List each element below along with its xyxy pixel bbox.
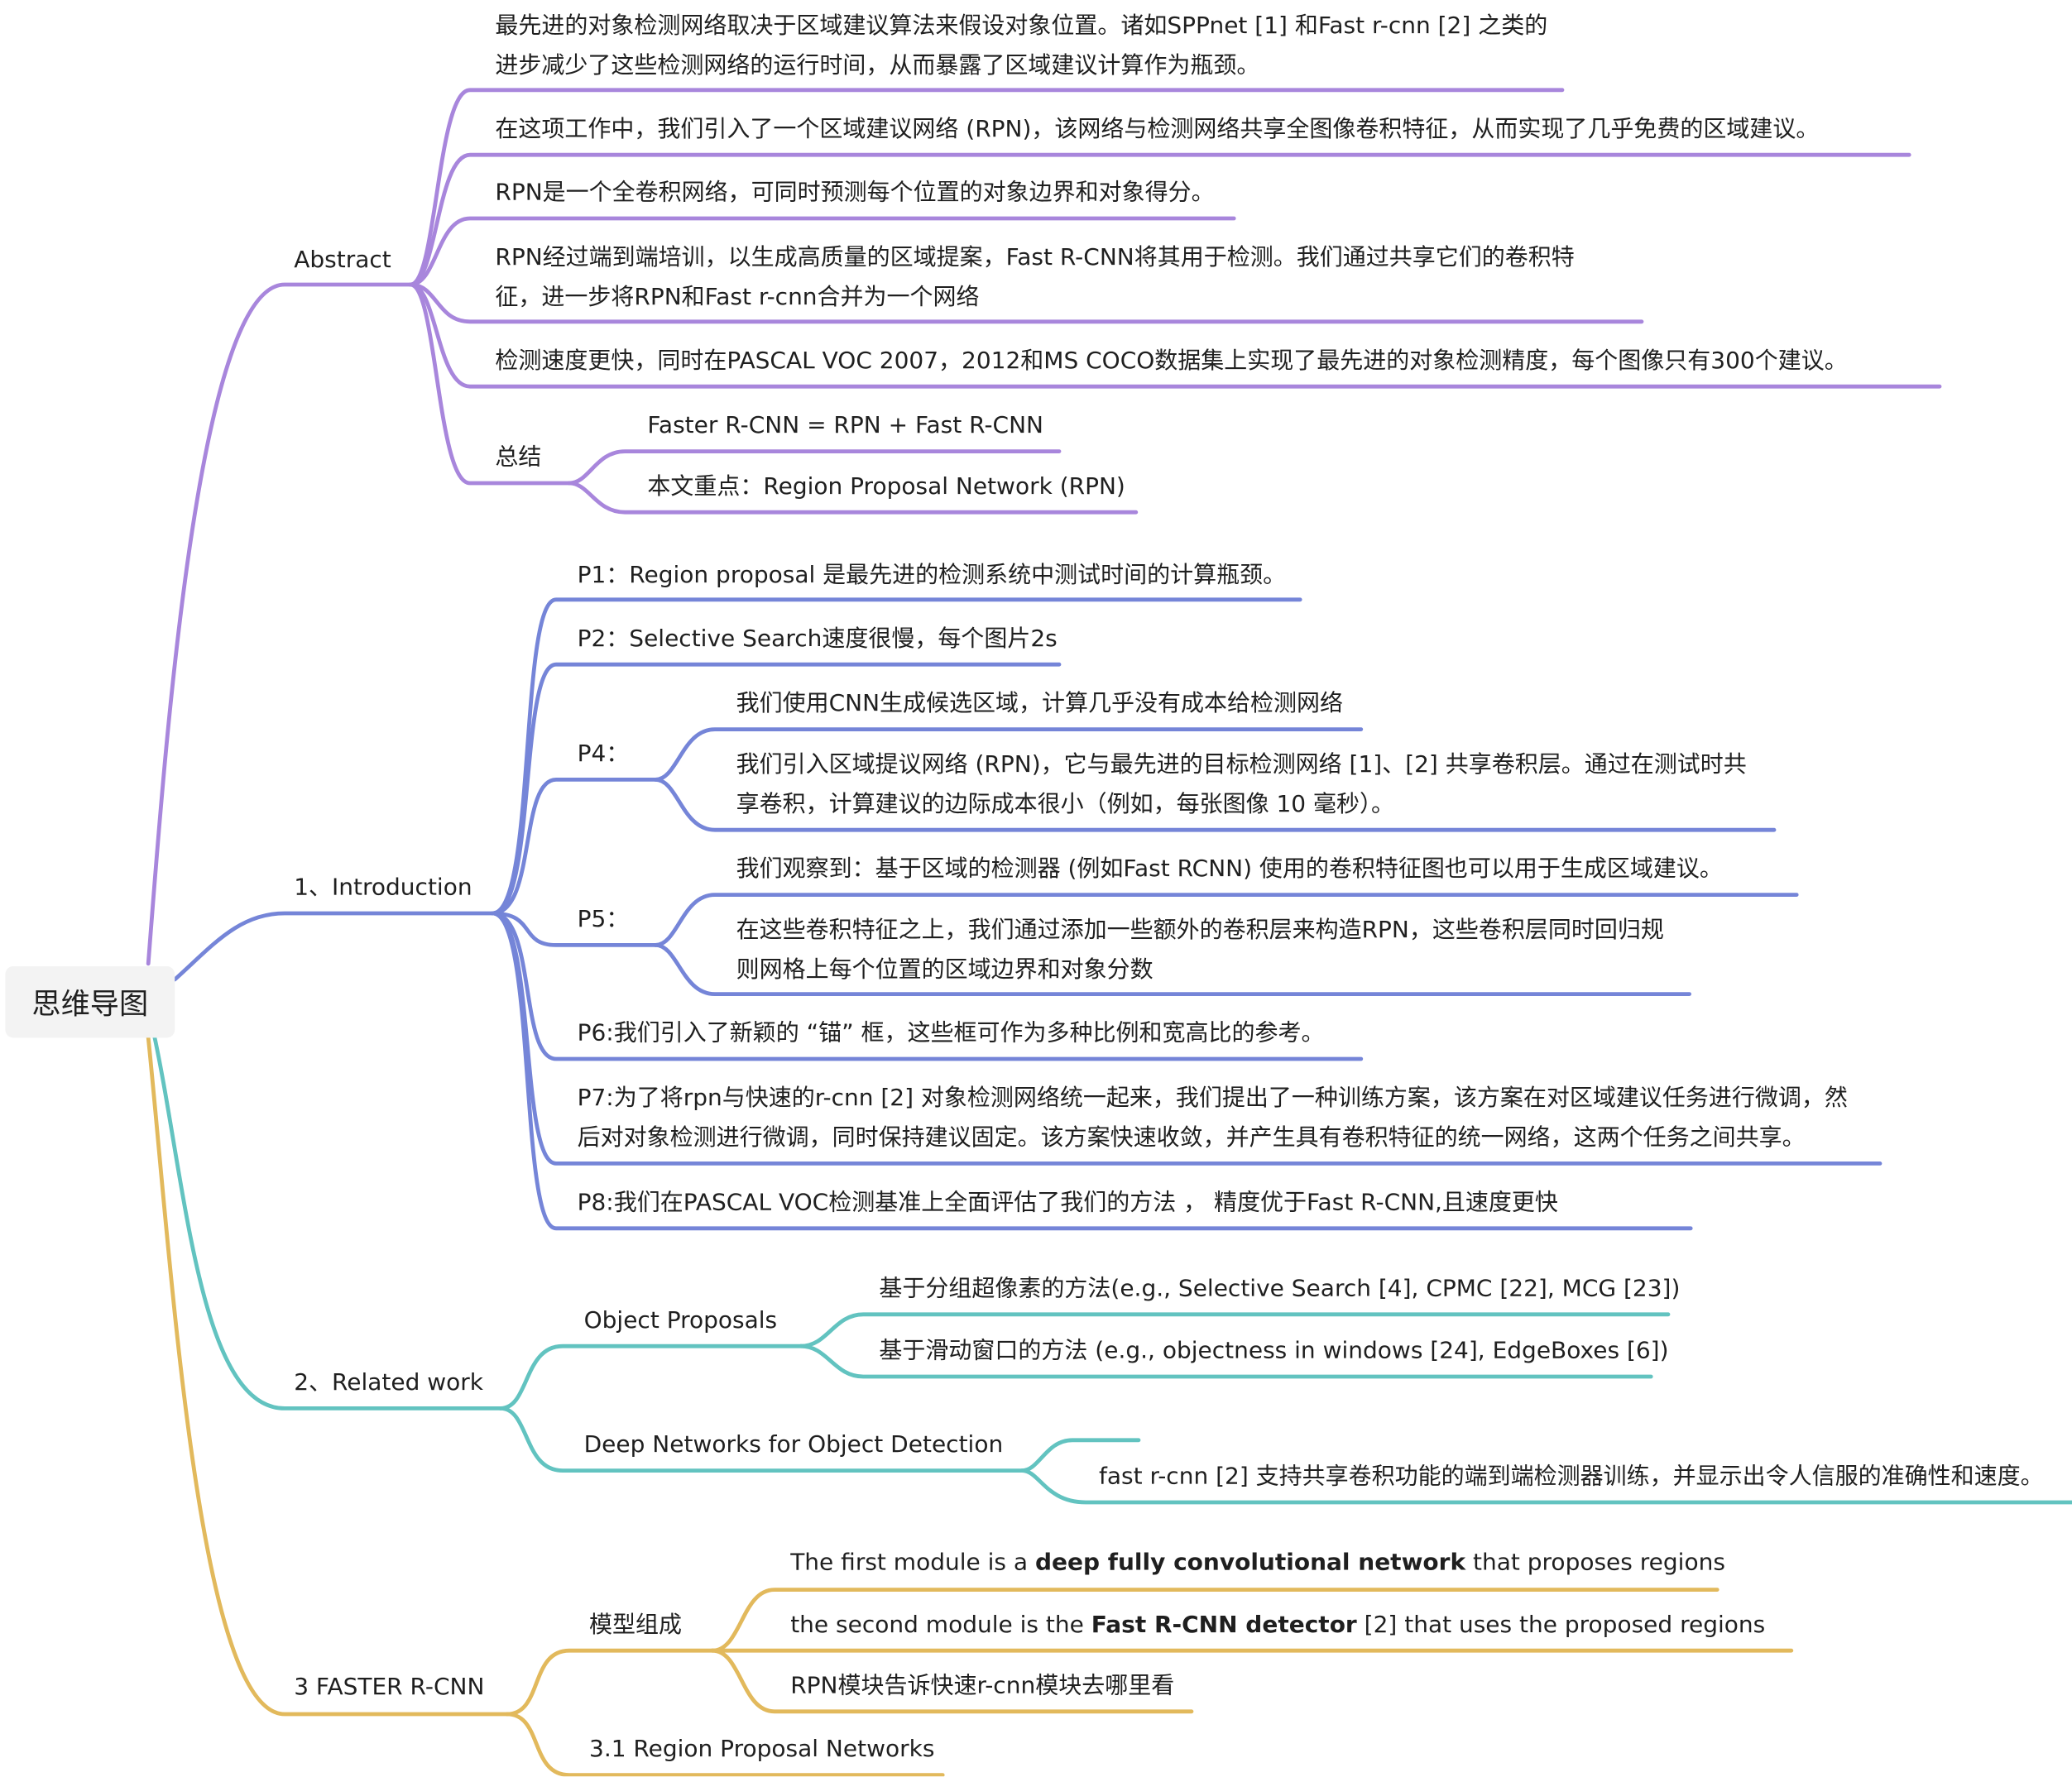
intro-p4-item-2-line-1[interactable]: 我们引入区域提议网络 (RPN)，它与最先进的目标检测网络 [1]、[2] 共享… — [736, 751, 1747, 778]
abstract-item-1-line-1[interactable]: 最先进的对象检测网络取决于区域建议算法来假设对象位置。诸如SPPnet [1] … — [495, 13, 1548, 40]
intro-p5-node[interactable]: P5： — [577, 907, 630, 933]
related-work-node[interactable]: 2、Related work — [294, 1370, 484, 1396]
faster-rcnn-node[interactable]: 3 FASTER R-CNN — [294, 1674, 485, 1701]
model-item-1[interactable]: The first module is a deep fully convolu… — [790, 1544, 1725, 1583]
intro-p7-line-1[interactable]: P7:为了将rpn与快速的r-cnn [2] 对象检测网络统一起来，我们提出了一… — [577, 1085, 1848, 1112]
intro-p4-node[interactable]: P4： — [577, 741, 630, 768]
abstract-item-4-line-2[interactable]: 征，进一步将RPN和Fast r-cnn合并为一个网络 — [495, 285, 980, 311]
summary-item-2[interactable]: 本文重点：Region Proposal Network (RPN) — [647, 473, 1125, 501]
intro-p2[interactable]: P2：Selective Search速度很慢，每个图片2s — [577, 625, 1058, 653]
rpn-node[interactable]: 3.1 Region Proposal Networks — [589, 1736, 935, 1764]
intro-p5-item-2-line-1[interactable]: 在这些卷积特征之上，我们通过添加一些额外的卷积层来构造RPN，这些卷积层同时回归… — [736, 917, 1664, 944]
model-item-2-pre: the second module is the — [790, 1612, 1091, 1639]
summary-node[interactable]: 总结 — [495, 444, 542, 472]
intro-p8[interactable]: P8:我们在PASCAL VOC检测基准上全面评估了我们的方法 ， 精度优于Fa… — [577, 1190, 1558, 1217]
intro-p5-item-2-line-2[interactable]: 则网格上每个位置的区域边界和对象分数 — [736, 956, 1154, 984]
model-item-2-bold: Fast R-CNN detector — [1091, 1612, 1357, 1639]
abstract-item-4-line-1[interactable]: RPN经过端到端培训，以生成高质量的区域提案，Fast R-CNN将其用于检测。… — [495, 245, 1575, 271]
intro-p5-item-1[interactable]: 我们观察到：基于区域的检测器 (例如Fast RCNN) 使用的卷积特征图也可以… — [736, 856, 1723, 884]
model-item-2[interactable]: the second module is the Fast R-CNN dete… — [790, 1606, 1765, 1645]
related-work-branch — [151, 1030, 2072, 1505]
abstract-item-3[interactable]: RPN是一个全卷积网络，可同时预测每个位置的对象边界和对象得分。 — [495, 180, 1215, 207]
model-item-3[interactable]: RPN模块告诉快速r-cnn模块去哪里看 — [790, 1673, 1175, 1700]
deep-networks-item[interactable]: fast r-cnn [2] 支持共享卷积功能的端到端检测器训练，并显示出令人信… — [1099, 1463, 2044, 1491]
abstract-item-5[interactable]: 检测速度更快，同时在PASCAL VOC 2007，2012和MS COCO数据… — [495, 347, 1848, 375]
introduction-node[interactable]: 1、Introduction — [294, 874, 472, 902]
introduction-branch — [172, 597, 1883, 1231]
abstract-node[interactable]: Abstract — [294, 247, 391, 275]
intro-p6[interactable]: P6:我们引入了新颖的 “锚” 框，这些框可作为多种比例和宽高比的参考。 — [577, 1020, 1325, 1047]
model-item-1-bold: deep fully convolutional network — [1034, 1549, 1466, 1577]
object-proposals-item-1[interactable]: 基于分组超像素的方法(e.g., Selective Search [4], C… — [879, 1276, 1681, 1303]
abstract-item-2[interactable]: 在这项工作中，我们引入了一个区域建议网络 (RPN)，该网络与检测网络共享全图像… — [495, 116, 1820, 143]
intro-p4-item-2-line-2[interactable]: 享卷积，计算建议的边际成本很小（例如，每张图像 10 毫秒）。 — [736, 791, 1395, 818]
model-composition-node[interactable]: 模型组成 — [589, 1612, 682, 1639]
faster-rcnn-branch — [146, 1036, 1794, 1777]
model-item-2-post: [2] that uses the proposed regions — [1356, 1612, 1766, 1639]
object-proposals-node[interactable]: Object Proposals — [583, 1307, 778, 1334]
abstract-item-1-line-2[interactable]: 进步减少了这些检测网络的运行时间，从而暴露了区域建议计算作为瓶颈。 — [495, 53, 1260, 79]
model-item-1-pre: The first module is a — [790, 1549, 1035, 1577]
intro-p7-line-2[interactable]: 后对对象检测进行微调，同时保持建议固定。该方案快速收敛，并产生具有卷积特征的统一… — [577, 1125, 1806, 1152]
intro-p1[interactable]: P1：Region proposal 是最先进的检测系统中测试时间的计算瓶颈。 — [577, 563, 1287, 589]
summary-item-1[interactable]: Faster R-CNN = RPN + Fast R-CNN — [647, 413, 1043, 440]
deep-networks-node[interactable]: Deep Networks for Object Detection — [583, 1432, 1004, 1459]
intro-p4-item-1[interactable]: 我们使用CNN生成候选区域，计算几乎没有成本给检测网络 — [736, 691, 1344, 718]
abstract-branch — [146, 88, 1942, 966]
model-item-1-post: that proposes regions — [1465, 1549, 1725, 1577]
object-proposals-item-2[interactable]: 基于滑动窗口的方法 (e.g., objectness in windows [… — [879, 1338, 1669, 1365]
root-node[interactable]: 思维导图 — [5, 966, 175, 1038]
